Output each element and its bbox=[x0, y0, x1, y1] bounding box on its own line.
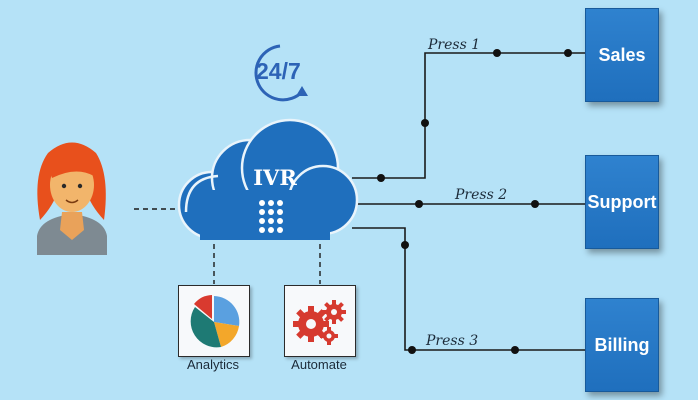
dashed-links bbox=[134, 208, 321, 284]
press-label-3: Press 3 bbox=[426, 333, 479, 349]
person-avatar-icon bbox=[37, 142, 107, 255]
analytics-label: Analytics bbox=[186, 357, 240, 372]
junction-dots bbox=[377, 49, 572, 354]
automate-box[interactable] bbox=[284, 285, 356, 357]
destination-label: Support bbox=[587, 191, 657, 212]
dot bbox=[511, 346, 519, 354]
dot bbox=[531, 200, 539, 208]
availability-text: 24/7 bbox=[256, 58, 301, 84]
pie-chart-icon bbox=[190, 295, 240, 348]
automate-label: Automate bbox=[291, 357, 347, 372]
route-line-3 bbox=[352, 227, 585, 351]
destination-label: Billing bbox=[594, 334, 650, 355]
dot bbox=[415, 200, 423, 208]
analytics-box[interactable] bbox=[178, 285, 250, 357]
route-line-1 bbox=[352, 52, 585, 179]
destination-sales[interactable]: Sales bbox=[585, 8, 659, 102]
dot bbox=[408, 346, 416, 354]
dot bbox=[421, 119, 429, 127]
press-label-1: Press 1 bbox=[428, 37, 481, 53]
destination-billing[interactable]: Billing bbox=[585, 298, 659, 392]
dot bbox=[493, 49, 501, 57]
keypad-icon bbox=[259, 200, 283, 233]
dot bbox=[401, 241, 409, 249]
dot bbox=[564, 49, 572, 57]
cloud-icon bbox=[177, 118, 359, 240]
gears-icon bbox=[293, 300, 346, 345]
destination-support[interactable]: Support bbox=[585, 155, 659, 249]
press-label-2: Press 2 bbox=[455, 187, 508, 203]
ivr-label: IVR bbox=[253, 165, 297, 190]
destination-label: Sales bbox=[598, 44, 646, 65]
dot bbox=[377, 174, 385, 182]
route-lines bbox=[352, 52, 585, 351]
clock-arrow-icon bbox=[254, 44, 308, 102]
